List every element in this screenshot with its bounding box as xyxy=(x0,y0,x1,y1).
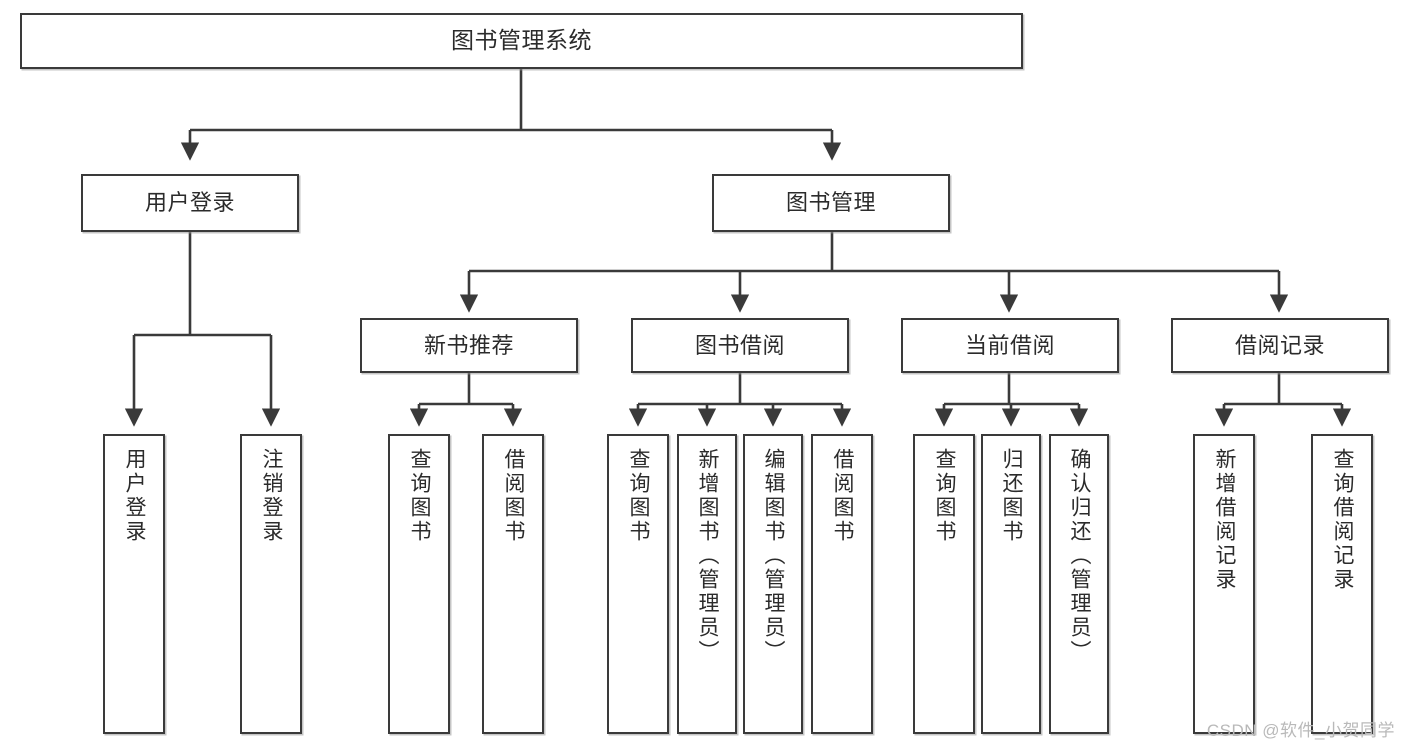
leaf-query-borrow-record[interactable]: 查询借阅记录 xyxy=(1311,434,1373,734)
node-label: 当前借阅 xyxy=(964,332,1055,358)
node-label: 图书借阅 xyxy=(694,332,785,358)
node-label: 借阅记录 xyxy=(1234,332,1325,358)
node-book-borrow[interactable]: 图书借阅 xyxy=(631,318,849,373)
leaf-confirm-return-admin[interactable]: 确认归还（管理员） xyxy=(1049,434,1109,734)
leaf-borrow-book[interactable]: 借阅图书 xyxy=(811,434,873,734)
node-label: 用户登录 xyxy=(144,190,235,216)
node-label: 图书管理系统 xyxy=(451,27,592,54)
node-label: 新书推荐 xyxy=(423,332,514,358)
leaf-edit-book-admin[interactable]: 编辑图书（管理员） xyxy=(743,434,803,734)
node-new-book-recommend[interactable]: 新书推荐 xyxy=(360,318,578,373)
node-book-management[interactable]: 图书管理 xyxy=(712,174,950,232)
node-label: 编辑图书（管理员） xyxy=(762,448,786,664)
node-user-login[interactable]: 用户登录 xyxy=(81,174,299,232)
leaf-return-book[interactable]: 归还图书 xyxy=(981,434,1041,734)
leaf-query-book-recommend[interactable]: 查询图书 xyxy=(388,434,450,734)
node-label: 查询图书 xyxy=(408,448,432,544)
node-label: 用户登录 xyxy=(123,448,147,544)
node-label: 归还图书 xyxy=(1000,448,1024,544)
node-label: 确认归还（管理员） xyxy=(1068,448,1092,664)
node-label: 新增图书（管理员） xyxy=(696,448,720,664)
csdn-watermark: CSDN @软件_小贺同学 xyxy=(1206,721,1395,740)
node-label: 图书管理 xyxy=(785,190,876,216)
leaf-user-login[interactable]: 用户登录 xyxy=(103,434,165,734)
leaf-add-borrow-record[interactable]: 新增借阅记录 xyxy=(1193,434,1255,734)
leaf-borrow-book-recommend[interactable]: 借阅图书 xyxy=(482,434,544,734)
leaf-user-logout[interactable]: 注销登录 xyxy=(240,434,302,734)
node-label: 借阅图书 xyxy=(502,448,526,544)
node-root-system[interactable]: 图书管理系统 xyxy=(20,13,1023,69)
node-label: 注销登录 xyxy=(260,448,284,544)
node-label: 查询图书 xyxy=(933,448,957,544)
node-label: 借阅图书 xyxy=(831,448,855,544)
leaf-add-book-admin[interactable]: 新增图书（管理员） xyxy=(677,434,737,734)
node-current-borrow[interactable]: 当前借阅 xyxy=(901,318,1119,373)
leaf-query-book-current[interactable]: 查询图书 xyxy=(913,434,975,734)
node-label: 查询图书 xyxy=(627,448,651,544)
node-borrow-record[interactable]: 借阅记录 xyxy=(1171,318,1389,373)
node-label: 新增借阅记录 xyxy=(1213,448,1237,592)
leaf-query-book-borrow[interactable]: 查询图书 xyxy=(607,434,669,734)
node-label: 查询借阅记录 xyxy=(1331,448,1355,592)
